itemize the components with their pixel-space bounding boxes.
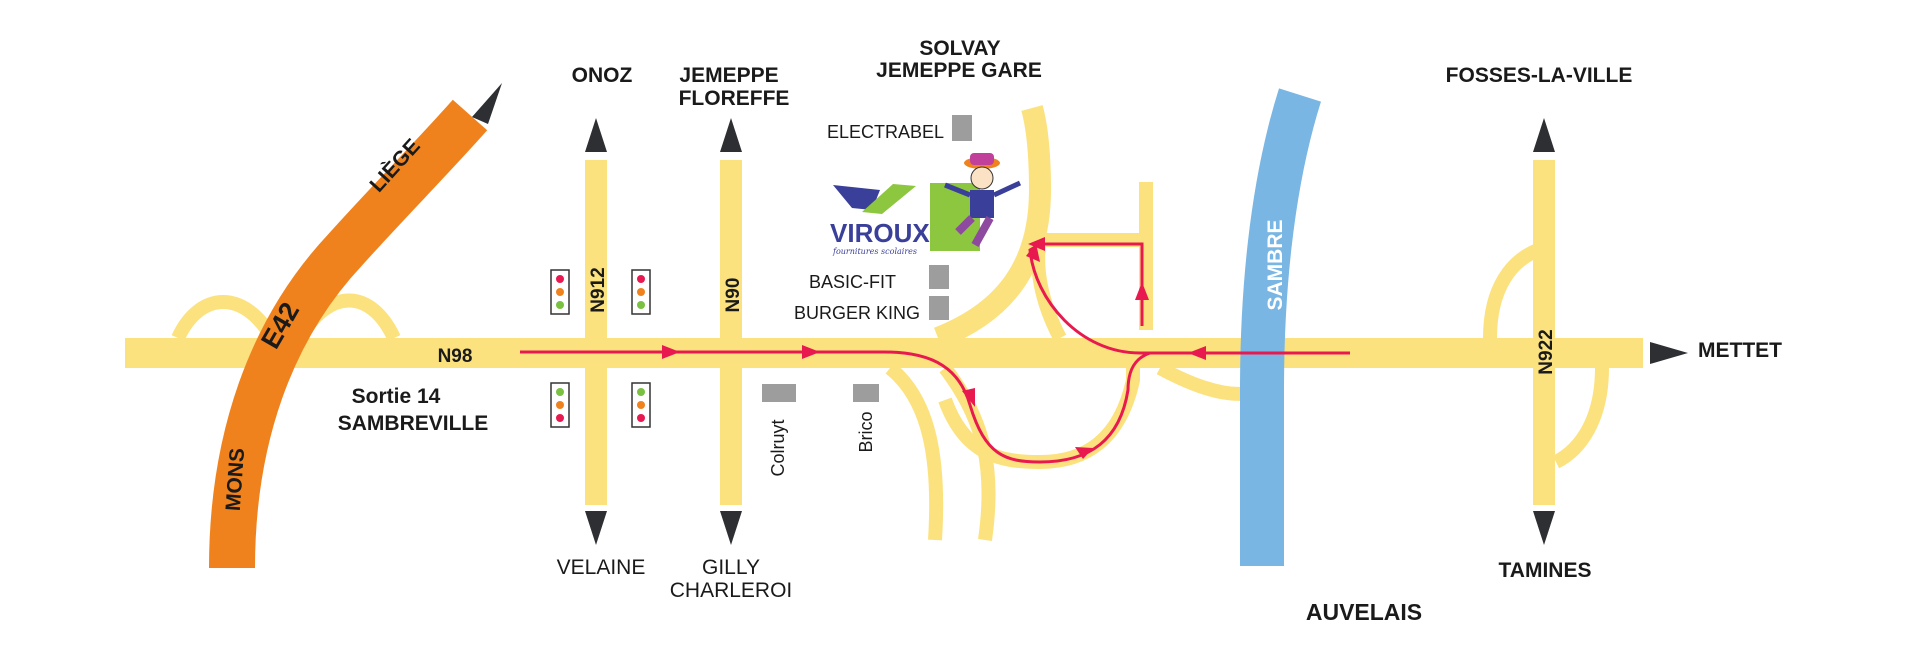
mascot-body <box>970 190 994 218</box>
label-jemeppe: JEMEPPE <box>679 64 778 87</box>
arrow-liege <box>472 83 502 124</box>
arrow-jemeppe <box>720 118 742 152</box>
label-solvay: SOLVAY <box>919 37 1000 60</box>
road-network <box>125 105 1643 541</box>
label-n922: N922 <box>1536 329 1557 374</box>
label-n98: N98 <box>438 346 473 367</box>
marker-burgerking <box>929 296 949 320</box>
arrow-tamines <box>1533 511 1555 545</box>
label-onoz: ONOZ <box>572 64 633 87</box>
label-brico: Brico <box>856 411 876 452</box>
route-path <box>520 242 1350 464</box>
label-colruyt: Colruyt <box>768 419 788 476</box>
label-jemeppe-gare: JEMEPPE GARE <box>876 59 1042 82</box>
viroux-logo: VIROUX fournitures scolaires <box>830 184 930 256</box>
exit-loop-west <box>171 295 279 342</box>
arrow-gilly <box>720 511 742 545</box>
traffic-light-sw <box>550 382 570 428</box>
arrow-onoz <box>585 118 607 152</box>
arrow-velaine <box>585 511 607 545</box>
logo-name: VIROUX <box>830 218 930 248</box>
label-burgerking: BURGER KING <box>794 303 920 323</box>
ramp-n922-ne <box>1483 241 1547 339</box>
label-floreffe: FLOREFFE <box>679 87 790 110</box>
label-n912: N912 <box>588 267 609 312</box>
label-velaine: VELAINE <box>557 556 646 579</box>
highway-e42 <box>209 99 488 569</box>
road-south-1 <box>885 362 944 541</box>
label-basicfit: BASIC-FIT <box>809 272 896 292</box>
business-markers <box>762 115 972 402</box>
ramp-n922-se <box>1552 367 1609 469</box>
traffic-lights <box>550 269 651 428</box>
label-exit-name: SAMBREVILLE <box>338 412 489 435</box>
traffic-light-ne <box>631 269 651 315</box>
label-gilly: GILLY <box>702 556 760 579</box>
label-electrabel: ELECTRABEL <box>827 122 944 142</box>
mascot-head <box>970 166 994 190</box>
label-fosses: FOSSES-LA-VILLE <box>1446 64 1633 87</box>
label-tamines: TAMINES <box>1499 559 1592 582</box>
marker-brico <box>853 384 879 402</box>
label-charleroi: CHARLEROI <box>670 579 793 602</box>
mascot-figure <box>930 153 1022 251</box>
label-mons: MONS <box>222 447 249 511</box>
marker-basicfit <box>929 265 949 289</box>
label-exit-number: Sortie 14 <box>352 385 441 408</box>
arrow-mettet <box>1650 342 1688 364</box>
label-sambre: SAMBRE <box>1264 219 1287 310</box>
marker-electrabel <box>952 115 972 141</box>
logo-leaf-right <box>862 184 916 214</box>
route-arrowheads <box>662 237 1206 459</box>
direction-arrows <box>585 118 1688 545</box>
label-mettet: METTET <box>1698 339 1782 362</box>
logo-leaf-left <box>833 185 880 210</box>
label-n90: N90 <box>723 278 744 313</box>
traffic-light-se <box>631 382 651 428</box>
traffic-light-nw <box>550 269 570 315</box>
label-auvelais: AUVELAIS <box>1306 599 1422 625</box>
marker-colruyt <box>762 384 796 402</box>
arrow-fosses <box>1533 118 1555 152</box>
river-sambre <box>1239 88 1321 566</box>
road-solvay <box>933 105 1052 349</box>
logo-tagline: fournitures scolaires <box>832 247 917 256</box>
